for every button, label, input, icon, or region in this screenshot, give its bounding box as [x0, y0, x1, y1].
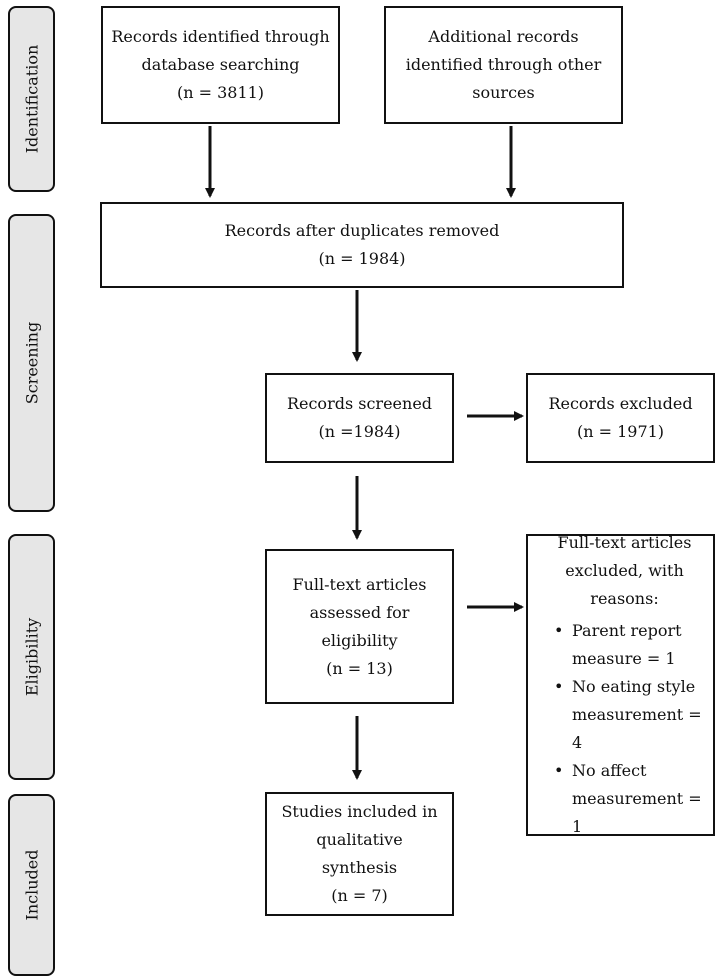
box-count: (n = 1971)	[576, 422, 665, 441]
box-fulltext-excluded: Full-text articles excluded, with reason…	[526, 533, 715, 836]
box-studies-included: Studies included in qualitative synthesi…	[265, 792, 454, 916]
exclusion-reasons-list: Parent report measure = 1 No eating styl…	[542, 617, 707, 841]
phase-screening: Screening	[8, 214, 55, 512]
exclusion-reason: No eating style measurement = 4	[542, 673, 707, 757]
exclusion-reason: No affect measurement = 1	[542, 757, 707, 841]
box-count: (n =1984)	[318, 422, 401, 441]
box-text: Records after duplicates removed	[224, 221, 500, 240]
box-records-excluded: Records excluded (n = 1971)	[526, 373, 715, 463]
phase-eligibility: Eligibility	[8, 534, 55, 780]
box-database-records: Records identified through database sear…	[101, 6, 340, 124]
box-count: (n = 13)	[326, 658, 393, 678]
box-text: Records screened	[286, 394, 433, 413]
box-text: Full-text articles excluded, with reason…	[557, 533, 692, 608]
box-records-screened: Records screened (n =1984)	[265, 373, 454, 463]
box-count: (n = 3811)	[176, 83, 265, 102]
box-count: (n = 1984)	[318, 249, 406, 268]
exclusion-reason: Parent report measure = 1	[542, 617, 707, 673]
box-text: Full-text articles assessed for eligibil…	[292, 574, 427, 650]
phase-identification: Identification	[8, 6, 55, 192]
box-duplicates-removed: Records after duplicates removed (n = 19…	[100, 202, 624, 288]
box-text: Additional records identified through ot…	[405, 27, 602, 102]
box-additional-records: Additional records identified through ot…	[384, 6, 623, 124]
box-count: (n = 7)	[331, 886, 388, 905]
box-fulltext-assessed: Full-text articles assessed for eligibil…	[265, 549, 454, 704]
phase-included: Included	[8, 794, 55, 976]
box-text: Records excluded	[548, 394, 693, 413]
box-text: Records identified through database sear…	[111, 27, 330, 74]
box-text: Studies included in qualitative synthesi…	[281, 802, 438, 877]
